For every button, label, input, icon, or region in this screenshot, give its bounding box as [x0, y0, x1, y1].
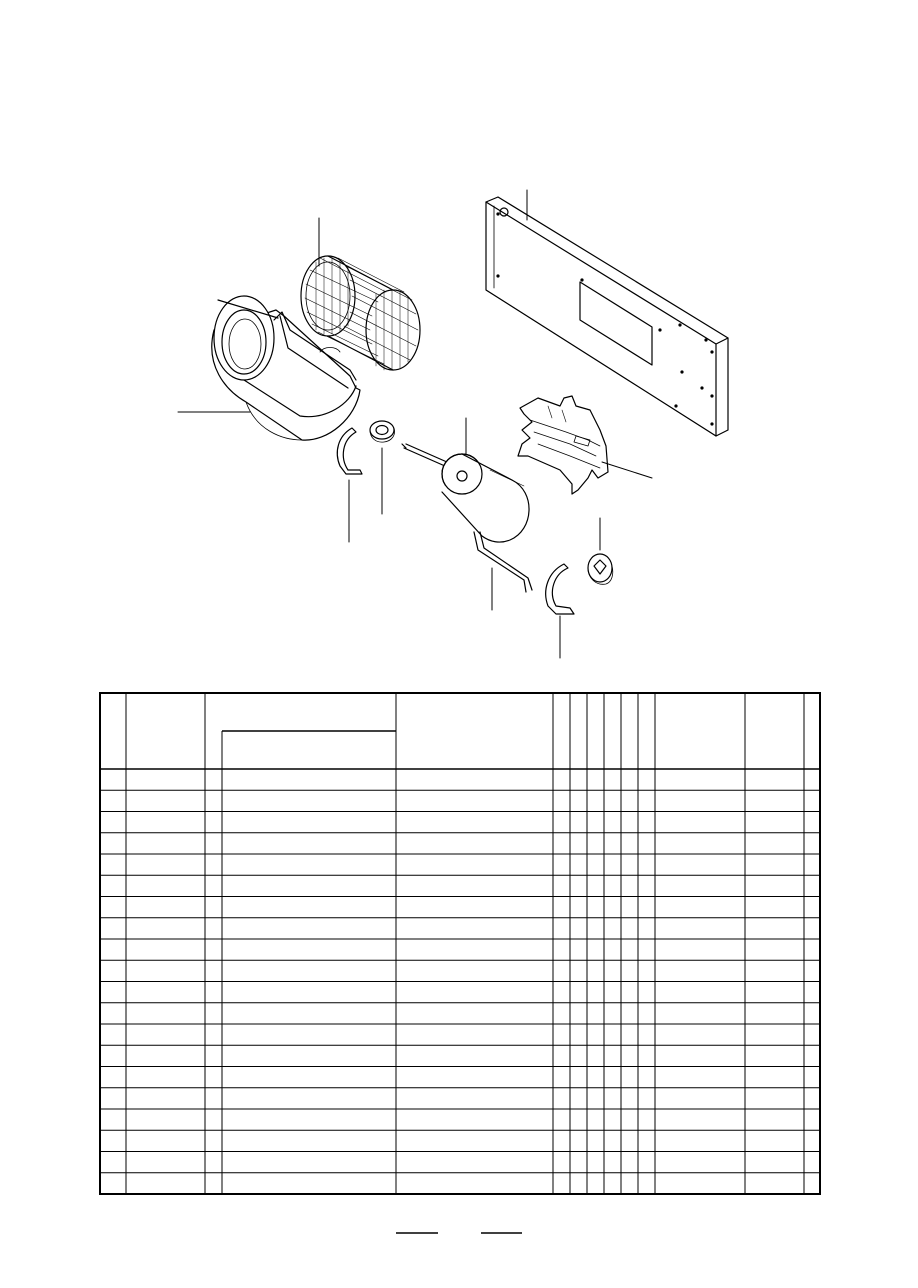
table-border	[99, 692, 821, 1195]
rubber-mount-right-part	[587, 553, 614, 585]
motor-part	[401, 443, 530, 543]
rubber-mount-left-part	[369, 420, 395, 443]
motor-bracket-part	[517, 395, 609, 495]
motor-clamp-right-part	[545, 563, 575, 615]
motor-clamp-left-part	[336, 427, 363, 475]
motor-lead-part	[473, 531, 533, 593]
leader-line-motor-bracket	[601, 461, 653, 479]
blower-housing-part	[211, 295, 361, 441]
blower-wheel-part	[300, 255, 421, 371]
side-panel-part	[485, 196, 729, 437]
exploded-parts-drawing	[177, 189, 729, 659]
